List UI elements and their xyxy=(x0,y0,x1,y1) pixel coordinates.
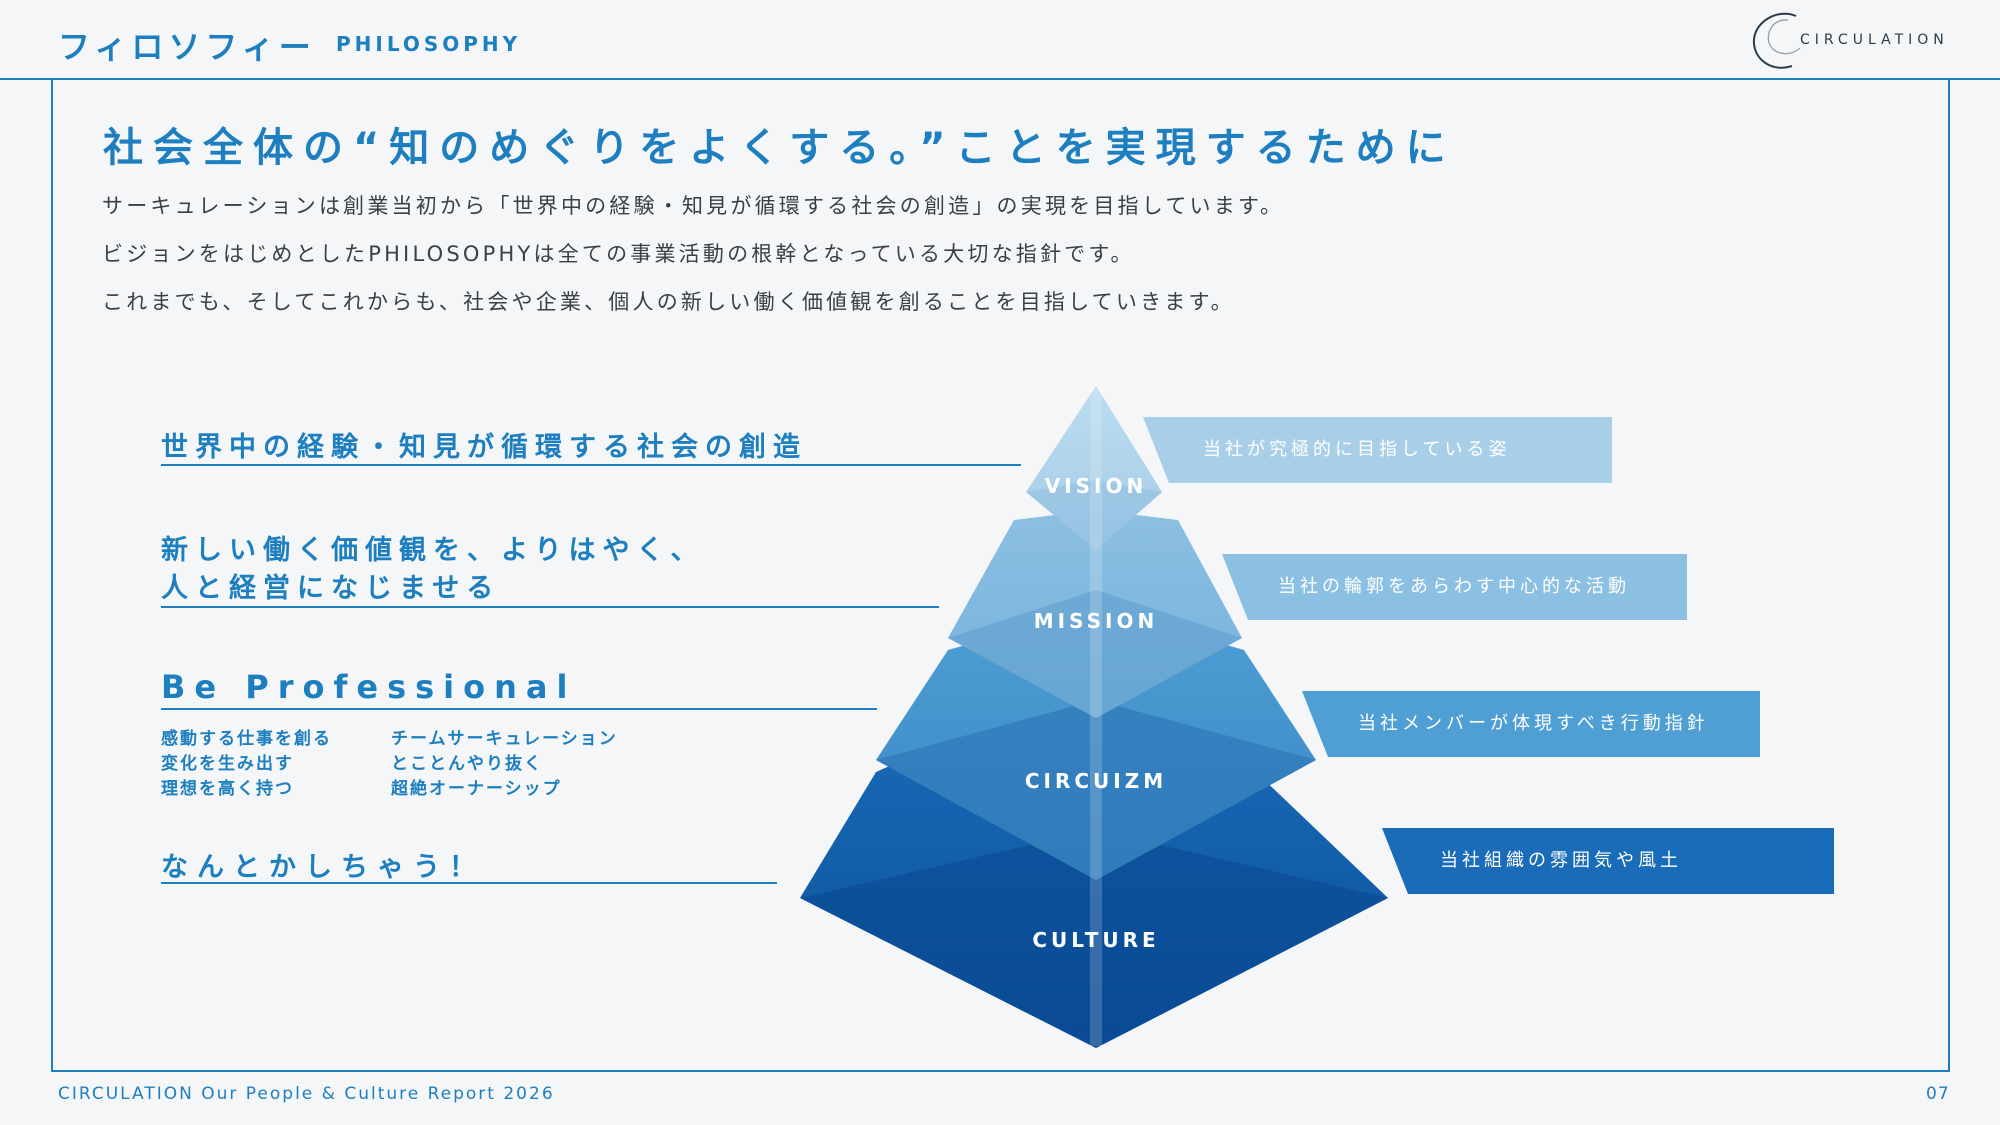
logo-mark-icon xyxy=(1752,12,1801,69)
logo-text: CIRCULATION xyxy=(1800,32,1949,48)
page-subtitle: PHILOSOPHY xyxy=(336,32,522,56)
content-frame xyxy=(51,80,1950,1072)
circuizm-item: 変化を生み出す xyxy=(161,754,294,774)
tag-mission: 当社の輪郭をあらわす中心的な活動 xyxy=(1222,554,1687,620)
circuizm-statement: Be Professional xyxy=(161,668,577,706)
page-header: フィロソフィー PHILOSOPHY CIRCULATION xyxy=(0,0,2000,80)
page-title: フィロソフィー xyxy=(58,28,316,66)
circuizm-item: チームサーキュレーション xyxy=(391,729,618,749)
pyramid-label-vision: VISION xyxy=(1044,474,1148,498)
mission-underline xyxy=(161,606,939,608)
circuizm-underline xyxy=(161,708,877,710)
page-number: 07 xyxy=(1926,1084,1950,1104)
pyramid-level-circuizm xyxy=(876,608,1316,880)
pyramid-level-mission xyxy=(948,510,1242,718)
intro-paragraph-1: サーキュレーションは創業当初から「世界中の経験・知見が循環する社会の創造」の実現… xyxy=(102,194,1285,218)
footer-report-title: CIRCULATION Our People & Culture Report … xyxy=(58,1084,555,1104)
vision-underline xyxy=(161,464,1021,466)
main-heading: 社会全体の“知のめぐりをよくする。”ことを実現するために xyxy=(103,125,1456,171)
circuizm-item: 理想を高く持つ xyxy=(161,779,294,799)
pyramid-label-circuizm: CIRCUIZM xyxy=(1024,769,1168,793)
tag-circuizm: 当社メンバーが体現すべき行動指針 xyxy=(1302,691,1760,757)
intro-paragraph-2: ビジョンをはじめとしたPHILOSOPHYは全ての事業活動の根幹となっている大切… xyxy=(102,242,1135,266)
circuizm-item: 超絶オーナーシップ xyxy=(391,779,562,799)
circuizm-item: とことんやり抜く xyxy=(391,754,543,774)
company-logo: CIRCULATION xyxy=(1748,10,1968,72)
vision-statement: 世界中の経験・知見が循環する社会の創造 xyxy=(161,432,807,463)
culture-statement: なんとかしちゃう！ xyxy=(161,852,485,883)
mission-statement-line1: 新しい働く価値観を、よりはやく、 xyxy=(161,535,705,566)
tag-vision: 当社が究極的に目指している姿 xyxy=(1143,417,1612,483)
pyramid-center-highlight xyxy=(1090,386,1102,1046)
culture-underline xyxy=(161,882,777,884)
pyramid-level-vision xyxy=(1026,386,1162,550)
pyramid-label-culture: CULTURE xyxy=(1032,928,1160,952)
intro-paragraph-3: これまでも、そしてこれからも、社会や企業、個人の新しい働く価値観を創ることを目指… xyxy=(102,290,1235,314)
pyramid-label-mission: MISSION xyxy=(1033,609,1159,633)
mission-statement-line2: 人と経営になじませる xyxy=(161,573,501,604)
circuizm-item: 感動する仕事を創る xyxy=(161,729,332,749)
philosophy-pyramid xyxy=(800,386,1388,1048)
tag-culture: 当社組織の雰囲気や風土 xyxy=(1382,828,1834,894)
